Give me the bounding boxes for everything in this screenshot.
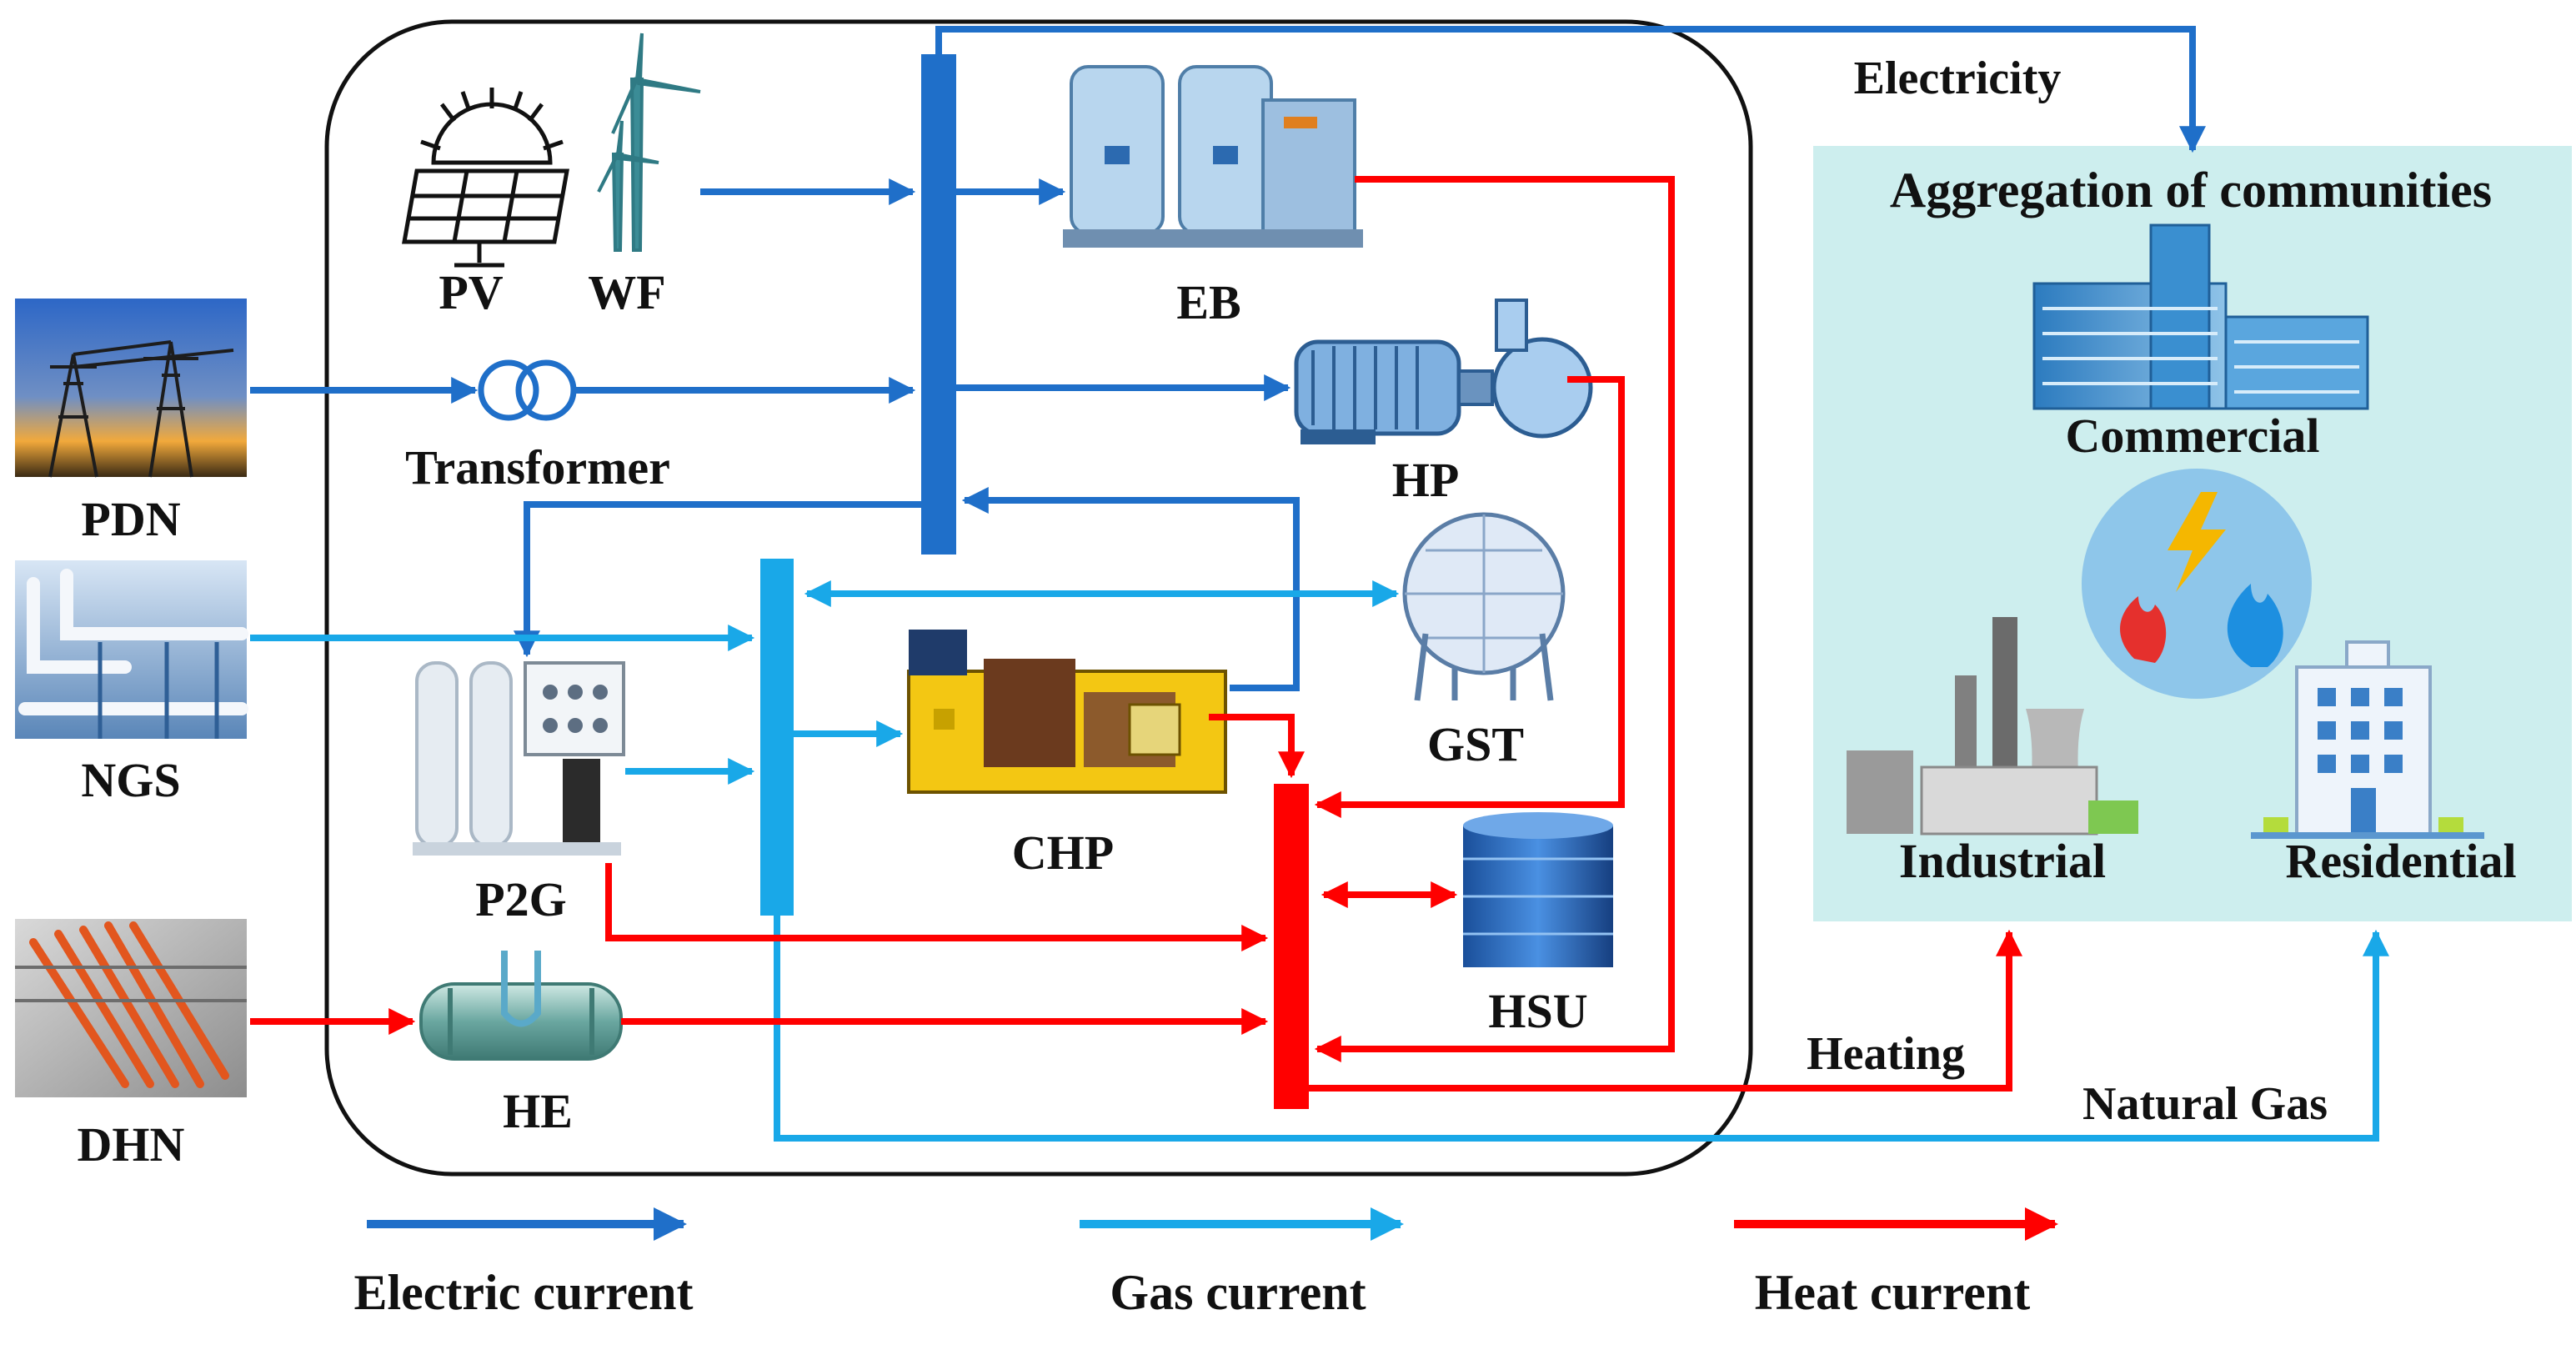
community-title: Aggregation of communities bbox=[1890, 163, 2492, 218]
industrial-building-icon bbox=[1847, 617, 2138, 836]
heat-flame-icon bbox=[2120, 596, 2167, 663]
he-icon bbox=[419, 951, 623, 1061]
legend-heat-label: Heat current bbox=[1755, 1265, 2030, 1320]
chp-to-hbus-flow bbox=[1209, 714, 1305, 779]
residential-label: Residential bbox=[2285, 834, 2516, 888]
pdn-image bbox=[15, 299, 247, 478]
gas-to-community-flow bbox=[774, 916, 2389, 1142]
gas-flame-icon bbox=[2227, 584, 2283, 667]
hsu-label: HSU bbox=[1488, 984, 1587, 1038]
ngs-label: NGS bbox=[81, 753, 180, 807]
dhn-image bbox=[15, 919, 247, 1097]
dhn-label: DHN bbox=[78, 1117, 185, 1172]
transformer-icon bbox=[478, 359, 577, 421]
legend-electric-label: Electric current bbox=[353, 1265, 693, 1320]
pv-icon bbox=[402, 88, 569, 268]
gas-bus bbox=[760, 559, 794, 916]
energy-hub-frame bbox=[324, 19, 1753, 1177]
residential-building-icon bbox=[2251, 640, 2484, 839]
hsu-icon bbox=[1463, 812, 1613, 967]
ngs-image bbox=[15, 560, 248, 739]
heat-bus bbox=[1274, 784, 1309, 1109]
p2g-to-hbus-flow bbox=[605, 863, 1269, 951]
p2g-icon bbox=[413, 661, 625, 856]
heating-label: Heating bbox=[1807, 1028, 1965, 1080]
chp-icon bbox=[907, 630, 1227, 794]
lightning-icon bbox=[2168, 492, 2226, 592]
electricity-to-community-flow bbox=[935, 26, 2206, 153]
wf-label: WF bbox=[588, 265, 665, 319]
gst-label: GST bbox=[1427, 717, 1524, 771]
hp-label: HP bbox=[1392, 453, 1460, 507]
hp-to-hbus-flow bbox=[1314, 376, 1625, 818]
wf-icon bbox=[597, 33, 701, 252]
natural-gas-label: Natural Gas bbox=[2082, 1078, 2328, 1130]
heating-to-community-flow bbox=[1309, 929, 2022, 1092]
p2g-label: P2G bbox=[475, 872, 567, 926]
eb-icon bbox=[1063, 65, 1363, 248]
chp-label: CHP bbox=[1012, 826, 1114, 880]
eb-to-hbus-flow bbox=[1314, 176, 1675, 1062]
ebus-to-p2g-flow bbox=[514, 501, 921, 658]
pv-label: PV bbox=[439, 265, 503, 319]
commercial-building-icon bbox=[2032, 223, 2369, 410]
industrial-label: Industrial bbox=[1899, 834, 2106, 888]
commercial-label: Commercial bbox=[2066, 409, 2320, 463]
legend-gas-label: Gas current bbox=[1110, 1265, 1366, 1320]
eb-label: EB bbox=[1176, 275, 1240, 329]
electricity-label: Electricity bbox=[1854, 53, 2062, 104]
gst-icon bbox=[1402, 512, 1566, 701]
electric-bus bbox=[921, 54, 956, 555]
hp-icon bbox=[1294, 299, 1593, 444]
transformer-label: Transformer bbox=[405, 440, 670, 494]
he-label: HE bbox=[503, 1084, 573, 1138]
pdn-label: PDN bbox=[81, 492, 180, 546]
